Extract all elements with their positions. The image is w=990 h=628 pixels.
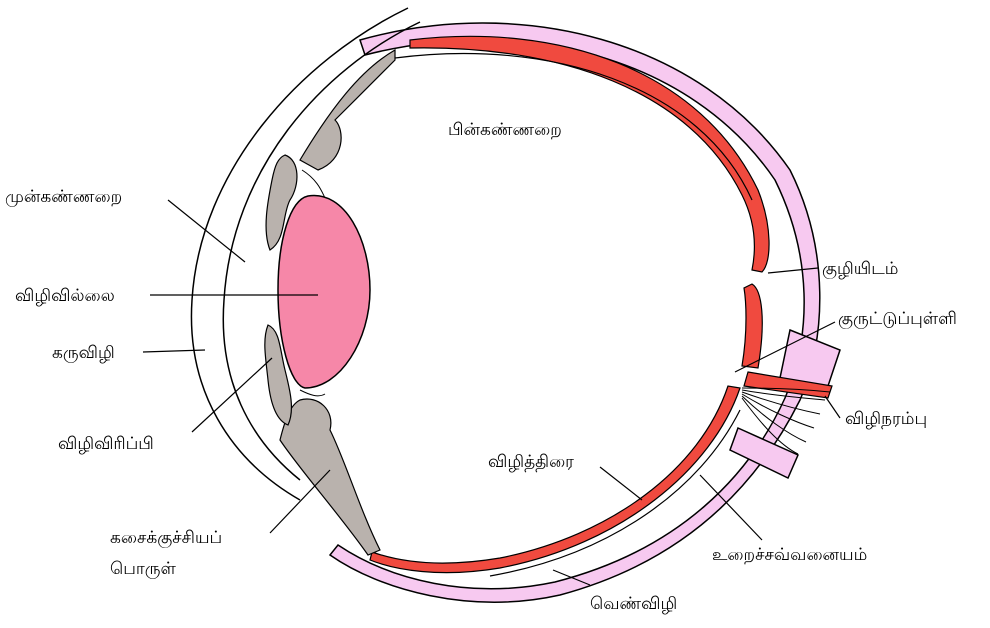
label-optic-nerve: விழிநரம்பு xyxy=(845,409,927,429)
zonule-upper xyxy=(302,170,325,198)
label-cornea: கருவிழி xyxy=(52,343,115,363)
lens xyxy=(278,196,370,388)
ciliary-body-lower xyxy=(280,399,380,555)
label-posterior-chamber: பின்கண்ணறை xyxy=(448,120,562,140)
label-anterior-chamber: முன்கண்ணறை xyxy=(5,187,122,207)
label-lens: விழிவில்லை xyxy=(15,286,115,306)
label-ciliary-line2: பொருள் xyxy=(110,559,177,579)
retina-layer-lower xyxy=(370,386,740,573)
label-fovea: குழியிடம் xyxy=(822,259,898,279)
retina-layer xyxy=(410,36,769,272)
label-iris: விழிவிரிப்பி xyxy=(58,434,154,454)
zonule-lower xyxy=(300,390,325,396)
retina-layer-mid xyxy=(742,284,762,368)
label-blind-spot: குருட்டுப்புள்ளி xyxy=(838,309,957,329)
label-sclera: வெண்விழி xyxy=(590,594,677,614)
label-choroid: உறைச்சவ்வனையம் xyxy=(712,545,867,565)
label-ciliary-line1: கசைக்குச்சியப் xyxy=(110,528,222,548)
label-retina: விழித்திரை xyxy=(488,452,574,472)
